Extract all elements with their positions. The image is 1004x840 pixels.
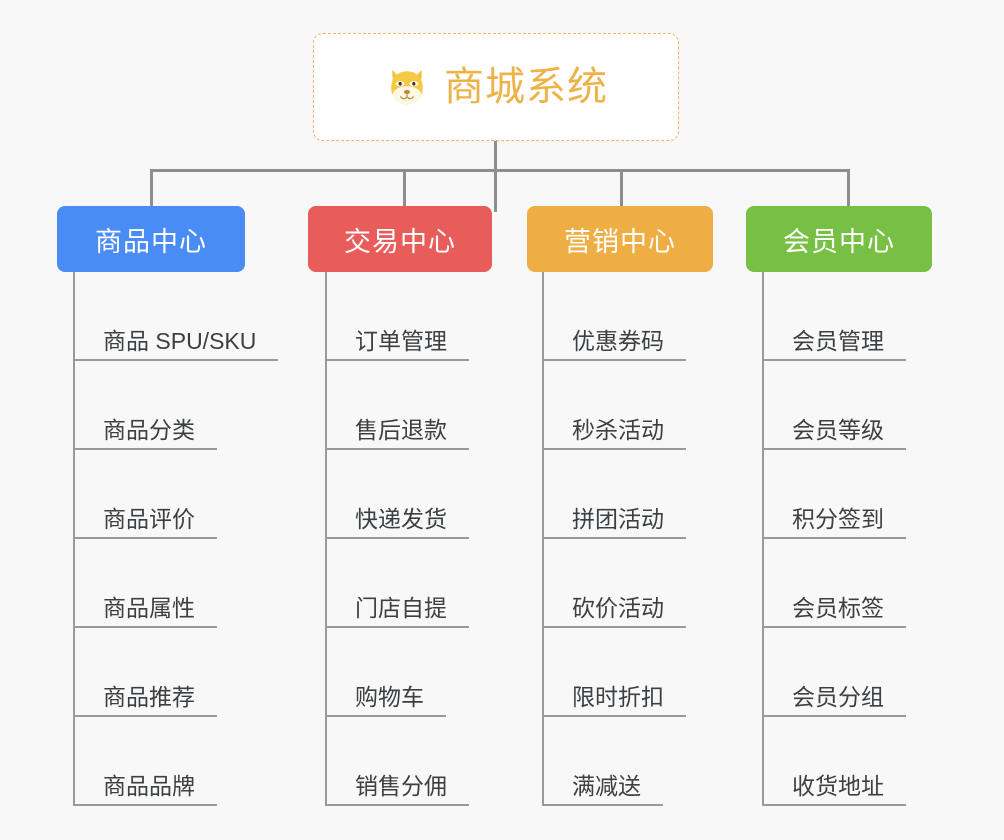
leaf-label: 门店自提 [355, 594, 447, 621]
leaf-trunk-1 [73, 272, 75, 806]
root-node-商城系统[interactable]: 商城系统 [313, 33, 679, 141]
category-box-1[interactable]: 商品中心 [57, 206, 245, 272]
leaf-label: 收货地址 [792, 772, 884, 799]
leaf-item-3-4[interactable]: 砍价活动 [542, 539, 686, 628]
leaf-label: 积分签到 [792, 505, 884, 532]
leaf-item-2-4[interactable]: 门店自提 [325, 539, 469, 628]
leaf-item-2-2[interactable]: 售后退款 [325, 361, 469, 450]
leaf-label: 会员标签 [792, 594, 884, 621]
leaf-label: 砍价活动 [572, 594, 664, 621]
leaf-item-3-3[interactable]: 拼团活动 [542, 450, 686, 539]
leaf-item-1-4[interactable]: 商品属性 [73, 539, 217, 628]
leaf-label: 商品评价 [103, 505, 195, 532]
leaf-label: 满减送 [572, 772, 641, 799]
leaf-item-1-6[interactable]: 商品品牌 [73, 717, 217, 806]
leaf-item-4-6[interactable]: 收货地址 [762, 717, 906, 806]
leaf-label: 商品分类 [103, 416, 195, 443]
leaf-trunk-2 [325, 272, 327, 806]
leaf-label: 拼团活动 [572, 505, 664, 532]
leaf-item-3-5[interactable]: 限时折扣 [542, 628, 686, 717]
leaf-item-1-3[interactable]: 商品评价 [73, 450, 217, 539]
leaf-trunk-3 [542, 272, 544, 806]
category-title-4: 会员中心 [783, 226, 895, 257]
leaf-label: 售后退款 [355, 416, 447, 443]
connector-horizontal-bar [150, 169, 850, 172]
leaf-item-2-6[interactable]: 销售分佣 [325, 717, 469, 806]
connector-drop-3 [620, 169, 623, 209]
root-title: 商城系统 [444, 65, 608, 109]
leaf-item-1-2[interactable]: 商品分类 [73, 361, 217, 450]
category-title-1: 商品中心 [95, 226, 207, 257]
connector-drop-4 [847, 169, 850, 209]
leaf-label: 订单管理 [355, 327, 447, 354]
leaf-item-3-1[interactable]: 优惠券码 [542, 272, 686, 361]
leaf-item-2-1[interactable]: 订单管理 [325, 272, 469, 361]
category-box-3[interactable]: 营销中心 [527, 206, 713, 272]
leaf-label: 优惠券码 [572, 327, 664, 354]
leaf-label: 购物车 [355, 683, 424, 710]
leaf-label: 会员分组 [792, 683, 884, 710]
leaf-label: 限时折扣 [572, 683, 664, 710]
leaf-item-4-3[interactable]: 积分签到 [762, 450, 906, 539]
leaf-label: 商品属性 [103, 594, 195, 621]
leaf-item-4-2[interactable]: 会员等级 [762, 361, 906, 450]
leaf-item-1-1[interactable]: 商品 SPU/SKU [73, 272, 279, 361]
category-title-2: 交易中心 [344, 226, 456, 257]
leaf-item-2-5[interactable]: 购物车 [325, 628, 446, 717]
leaf-item-4-4[interactable]: 会员标签 [762, 539, 906, 628]
connector-drop-2 [403, 169, 406, 209]
leaf-item-4-5[interactable]: 会员分组 [762, 628, 906, 717]
leaf-item-3-2[interactable]: 秒杀活动 [542, 361, 686, 450]
leaf-label: 销售分佣 [355, 772, 447, 799]
leaf-item-2-3[interactable]: 快递发货 [325, 450, 469, 539]
category-box-2[interactable]: 交易中心 [308, 206, 492, 272]
leaf-label: 商品 SPU/SKU [103, 327, 257, 354]
leaf-item-4-1[interactable]: 会员管理 [762, 272, 906, 361]
leaf-label: 商品推荐 [103, 683, 195, 710]
connector-drop-1 [150, 169, 153, 209]
leaf-label: 秒杀活动 [572, 416, 664, 443]
leaf-item-3-6[interactable]: 满减送 [542, 717, 663, 806]
leaf-label: 会员管理 [792, 327, 884, 354]
leaf-label: 快递发货 [355, 505, 447, 532]
leaf-trunk-4 [762, 272, 764, 806]
leaf-label: 商品品牌 [103, 772, 195, 799]
category-title-3: 营销中心 [564, 226, 676, 257]
dog-face-icon [391, 69, 423, 105]
leaf-item-1-5[interactable]: 商品推荐 [73, 628, 217, 717]
leaf-label: 会员等级 [792, 416, 884, 443]
connector-root-stem [494, 141, 497, 212]
category-box-4[interactable]: 会员中心 [746, 206, 932, 272]
